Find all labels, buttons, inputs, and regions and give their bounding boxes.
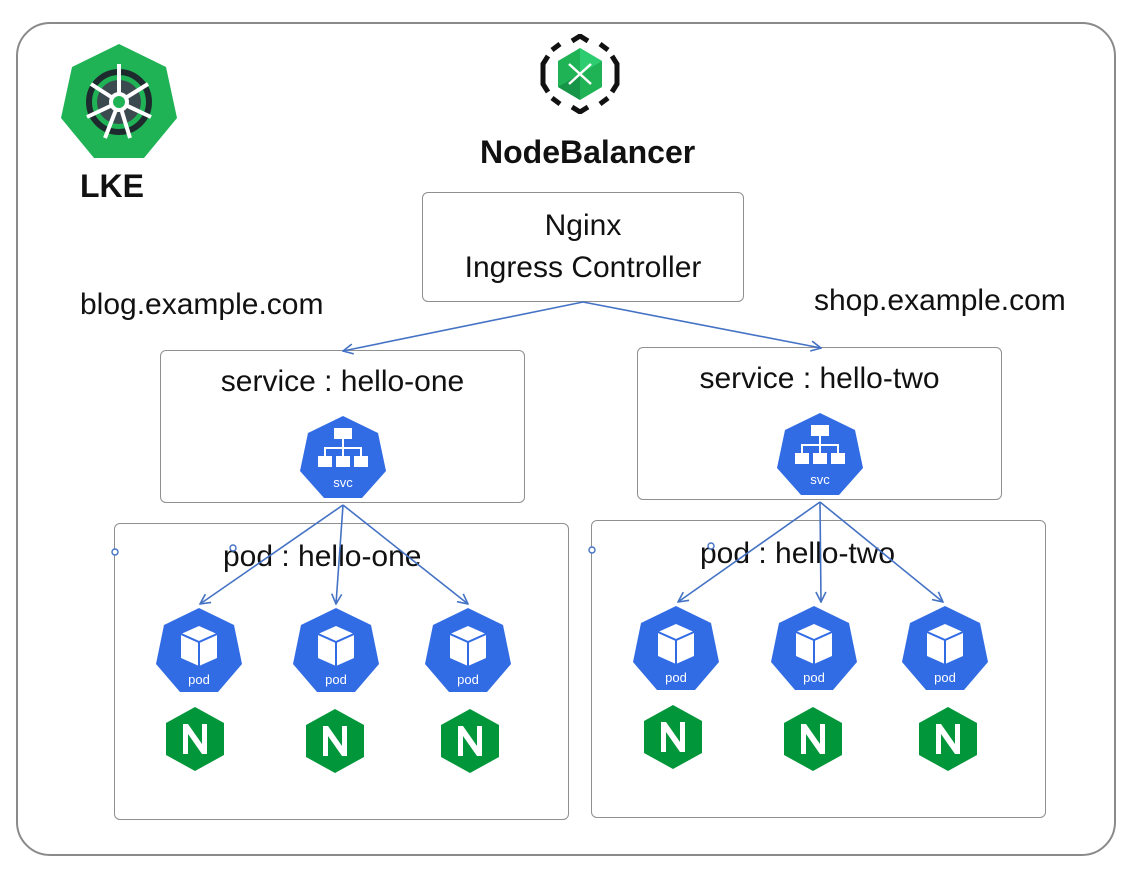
arrow-svc2-pod2 xyxy=(820,501,821,602)
nginx-icon xyxy=(644,705,702,769)
host-blog: blog.example.com xyxy=(80,288,324,321)
pod-icon-text: pod xyxy=(457,672,479,687)
ingress-controller-box: Nginx Ingress Controller xyxy=(422,192,744,302)
pod-icon-text: pod xyxy=(803,670,825,685)
nginx-icon xyxy=(784,707,842,771)
pod-icon: pod xyxy=(771,606,857,690)
ingress-title: Nginx xyxy=(544,209,622,242)
svc-icon-text: svc xyxy=(810,472,830,487)
lke-logo-icon xyxy=(61,44,177,158)
nodebalancer-icon xyxy=(540,34,620,114)
service-label: service : hello-two xyxy=(699,362,940,395)
nginx-icon xyxy=(919,707,977,771)
pod-icon-text: pod xyxy=(934,670,956,685)
svc-icon-text: svc xyxy=(333,475,353,490)
svc-icon: svc xyxy=(777,413,863,495)
pod-icon-text: pod xyxy=(188,672,210,687)
pod-icon: pod xyxy=(156,608,242,692)
pod-icon: pod xyxy=(293,608,379,692)
arrow-svc1-pod2 xyxy=(336,504,344,604)
pod-icon-text: pod xyxy=(325,672,347,687)
pod-group-label: pod : hello-one xyxy=(223,540,422,573)
nodebalancer-label: NodeBalancer xyxy=(480,134,696,170)
arrow-ingress-to-shop xyxy=(582,301,821,348)
svc-icon: svc xyxy=(300,416,386,498)
lke-label: LKE xyxy=(80,168,144,204)
nginx-icon xyxy=(166,707,224,771)
arrow-svc1-pod1 xyxy=(200,504,344,604)
arrow-svc2-pod1 xyxy=(678,501,821,602)
nginx-icon xyxy=(441,709,499,773)
pod-icon-text: pod xyxy=(665,670,687,685)
pod-icon: pod xyxy=(902,606,988,690)
arrow-svc2-pod3 xyxy=(819,501,943,602)
pod-icon: pod xyxy=(633,606,719,690)
arrow-svc1-pod3 xyxy=(342,504,468,604)
host-shop: shop.example.com xyxy=(814,284,1066,317)
ingress-subtitle: Ingress Controller xyxy=(464,251,702,284)
arrow-ingress-to-blog xyxy=(343,301,584,351)
pod-icon: pod xyxy=(425,608,511,692)
nginx-icon xyxy=(306,709,364,773)
service-label: service : hello-one xyxy=(220,365,465,398)
cluster-frame xyxy=(16,22,1116,856)
